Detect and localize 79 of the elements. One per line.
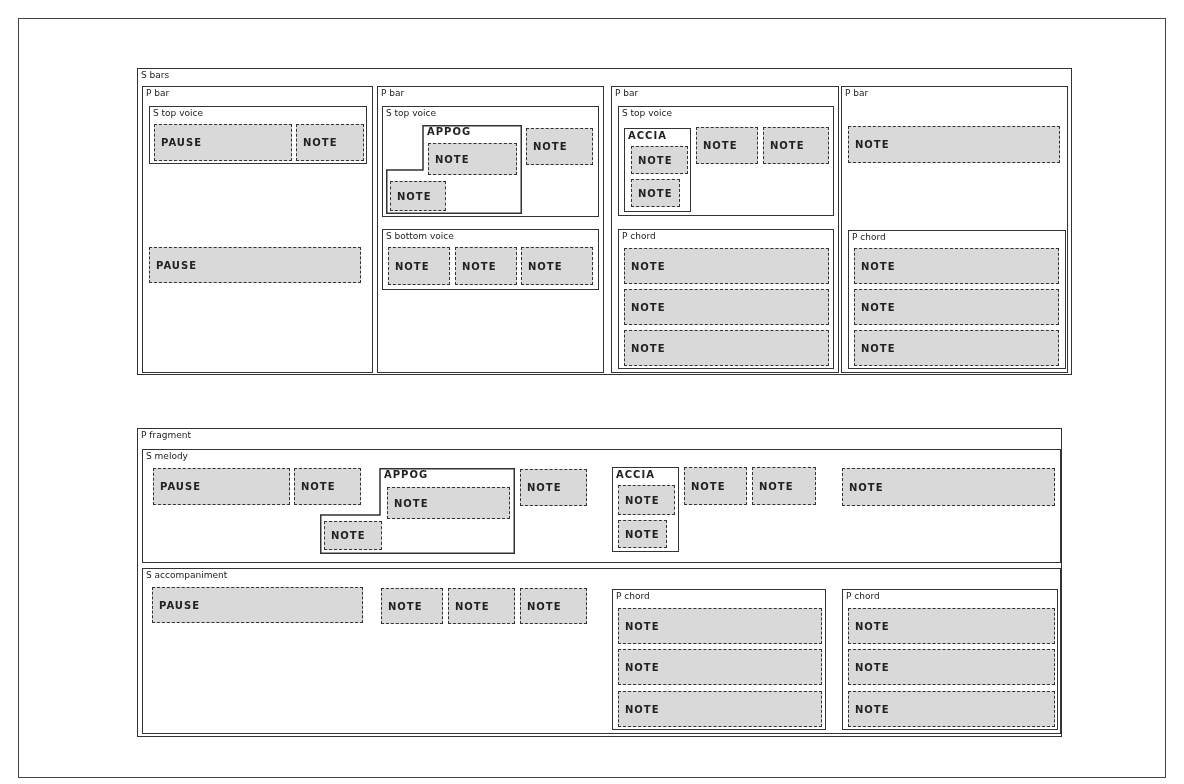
element-box: NOTE [455, 247, 517, 285]
group-frame [842, 589, 1058, 730]
group-title: P chord [852, 232, 886, 243]
group-title: ACCIA [616, 469, 655, 480]
group-frame [612, 589, 826, 730]
group-frame [382, 106, 599, 217]
group-frame [841, 86, 1068, 373]
element-box: NOTE [624, 330, 829, 366]
group-frame [618, 229, 834, 369]
group-frame [142, 449, 1061, 563]
group-frame [142, 86, 373, 373]
element-box: NOTE [388, 247, 450, 285]
group-frame [612, 467, 679, 552]
group-frame [624, 128, 691, 212]
group-title: P fragment [141, 430, 191, 441]
element-box: NOTE [381, 588, 443, 624]
element-box: NOTE [842, 468, 1055, 506]
group-title: S bars [141, 70, 170, 81]
element-box: NOTE [696, 127, 758, 164]
element-box: NOTE [631, 146, 688, 174]
group-title: P chord [622, 231, 656, 242]
element-box: PAUSE [154, 124, 292, 161]
element-box: NOTE [624, 289, 829, 325]
group-title: P bar [845, 88, 869, 99]
group-frame [848, 230, 1066, 369]
group-frame [142, 568, 1061, 734]
element-box: NOTE [520, 469, 587, 506]
group-frame [377, 86, 604, 373]
element-box: NOTE [618, 520, 667, 548]
element-box: NOTE [387, 487, 510, 519]
element-box: NOTE [521, 247, 593, 285]
group-title: ACCIA [628, 130, 667, 141]
element-box: NOTE [684, 467, 747, 505]
element-box: NOTE [296, 124, 364, 161]
element-box: NOTE [294, 468, 361, 505]
group-frame [149, 106, 367, 164]
element-box: NOTE [854, 248, 1059, 284]
group-title: S top voice [153, 108, 203, 119]
element-box: NOTE [848, 608, 1055, 644]
element-box: PAUSE [149, 247, 361, 283]
element-box: PAUSE [152, 587, 363, 623]
element-box: NOTE [752, 467, 816, 505]
group-frame [618, 106, 834, 216]
group-title: P chord [616, 591, 650, 602]
element-box: NOTE [848, 126, 1060, 163]
group-frame [137, 428, 1062, 737]
element-box: NOTE [848, 649, 1055, 685]
group-title: P bar [146, 88, 170, 99]
element-box: NOTE [631, 179, 680, 207]
element-box: NOTE [520, 588, 587, 624]
group-title: P bar [381, 88, 405, 99]
group-frame [382, 229, 599, 290]
element-box: NOTE [618, 485, 675, 515]
element-box: NOTE [624, 248, 829, 284]
group-title: P chord [846, 591, 880, 602]
element-box: NOTE [854, 330, 1059, 366]
element-box: NOTE [763, 127, 829, 164]
group-title: S top voice [622, 108, 672, 119]
element-box: NOTE [618, 691, 822, 727]
group-title: APPOG [384, 469, 429, 480]
element-box: NOTE [848, 691, 1055, 727]
element-box: NOTE [324, 521, 382, 550]
group-title: P bar [615, 88, 639, 99]
element-box: NOTE [390, 181, 446, 211]
group-title: S accompaniment [146, 570, 228, 581]
element-box: NOTE [854, 289, 1059, 325]
element-box: NOTE [448, 588, 515, 624]
group-title: S melody [146, 451, 188, 462]
group-frame [386, 125, 522, 214]
element-box: NOTE [618, 608, 822, 644]
group-frame [137, 68, 1072, 375]
group-title: S top voice [386, 108, 436, 119]
element-box: NOTE [618, 649, 822, 685]
element-box: PAUSE [153, 468, 290, 505]
group-title: S bottom voice [386, 231, 454, 242]
element-box: NOTE [428, 143, 517, 175]
element-box: NOTE [526, 128, 593, 165]
group-title: APPOG [427, 126, 472, 137]
group-frame [611, 86, 839, 373]
